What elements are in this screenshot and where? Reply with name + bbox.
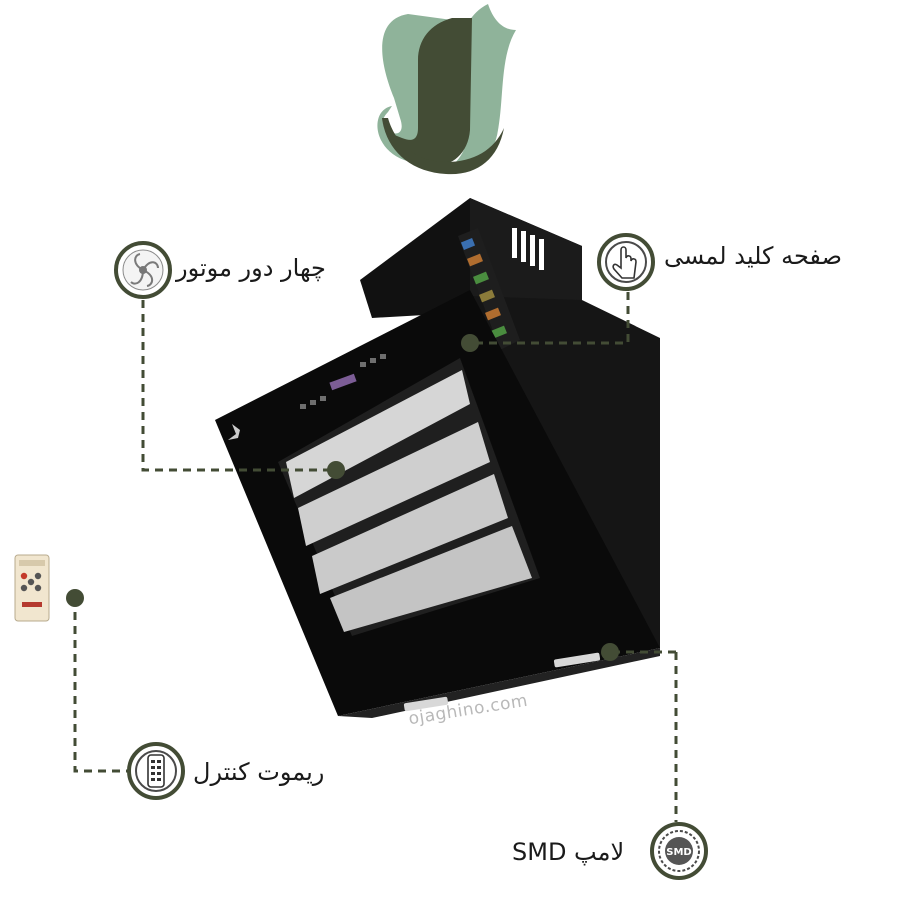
remote-control-label: ریموت کنترل [193,758,325,786]
filter-panels [286,370,532,632]
range-hood [215,198,660,718]
touch-panel-label: صفحه کلید لمسی [664,242,842,270]
anchor-dots [66,334,619,661]
remote-control-icon [127,742,185,800]
brand-logo [377,4,516,175]
smd-chip-icon: SMD [650,822,708,880]
smd-lamp-label: لامپ SMD [512,838,625,866]
touch-hand-icon [597,233,655,291]
leader-lines [73,292,678,822]
motor-speed-label: چهار دور موتور [176,254,326,282]
remote-control-photo [14,554,50,622]
smd-chip-text: SMD [666,847,691,858]
smd-lamp-right [553,652,601,668]
fan-icon [114,241,172,299]
vent-grille [512,228,544,270]
smd-lamp-left [403,696,449,712]
touch-panel-strip [458,228,520,350]
